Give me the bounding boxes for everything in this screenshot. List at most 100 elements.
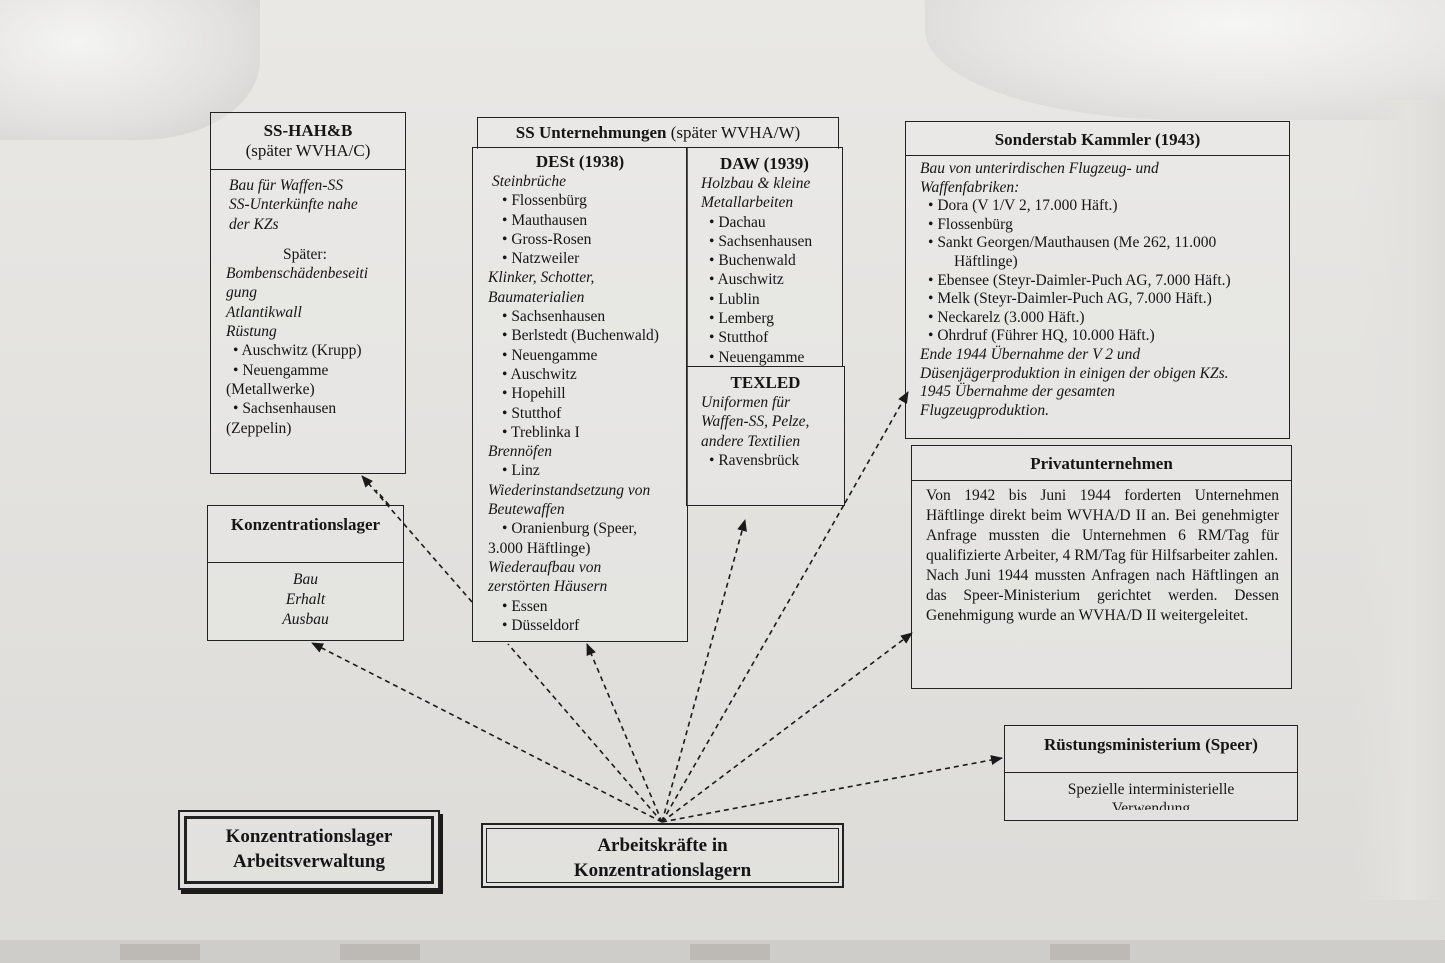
kammler-intro: Waffenfabriken:: [920, 178, 1020, 196]
kammler-item: Melk (Steyr-Daimler-Puch AG, 7.000 Häft.…: [920, 290, 1281, 309]
daw-item: Dachau: [701, 213, 838, 232]
privat-header: Privatunternehmen: [912, 446, 1291, 481]
ss-hahb-later-line: Atlantikwall: [226, 303, 302, 321]
daw-item: Stutthof: [701, 328, 838, 347]
dest-title: DESt (1938): [535, 152, 625, 171]
daw-cat: Metallarbeiten: [701, 194, 794, 212]
daw-item: Auschwitz: [701, 270, 838, 289]
ruestung-body: Spezielle interministerielle Verwendung: [1005, 773, 1297, 814]
dest-item: Linz: [488, 461, 681, 480]
daw-item: Neuengamme: [701, 348, 838, 367]
ss-hahb-line: SS-Unterkünfte nahe: [229, 196, 358, 214]
dest-cat: Klinker, Schotter,: [488, 269, 595, 287]
privat-title: Privatunternehmen: [1030, 454, 1173, 473]
kz-verwaltung-line: Arbeitsverwaltung: [233, 851, 385, 872]
dest-cat: Brennöfen: [488, 443, 552, 461]
box-ruestungsministerium: Rüstungsministerium (Speer) Spezielle in…: [1004, 725, 1298, 821]
dest-item: Flossenbürg: [488, 191, 681, 210]
ss-hahb-item: Sachsenhausen: [229, 399, 399, 418]
dest-item: Neuengamme: [488, 346, 681, 365]
kammler-item: Ohrdruf (Führer HQ, 10.000 Häft.): [920, 327, 1281, 346]
texled-item: Ravensbrück: [701, 451, 840, 470]
ss-hahb-title: SS-HAH&B: [263, 121, 353, 140]
kammler-outro: 1945 Übernahme der gesamten: [920, 383, 1116, 401]
dest-item: Hopehill: [488, 384, 681, 403]
bottom-page-strip: [0, 940, 1445, 963]
arbeitskraefte-inner: Arbeitskräfte in Konzentrationslagern: [486, 828, 839, 883]
kz-line: Bau: [293, 571, 318, 588]
arbeitskraefte-line: Konzentrationslagern: [573, 860, 752, 881]
dest-item: Sachsenhausen: [488, 307, 681, 326]
ss-hahb-line: der KZs: [229, 215, 279, 233]
kammler-item: Dora (V 1/V 2, 17.000 Häft.): [920, 197, 1281, 216]
box-kz-arbeitsverwaltung: Konzentrationslager Arbeitsverwaltung: [178, 810, 440, 890]
ruestung-title: Rüstungsministerium (Speer): [1044, 735, 1258, 754]
kammler-item: Sankt Georgen/Mauthausen (Me 262, 11.000: [920, 234, 1281, 253]
texled-line: Uniformen für: [701, 394, 791, 411]
privat-body: Von 1942 bis Juni 1944 forderten Unterne…: [912, 481, 1291, 626]
ss-hahb-item: Neuengamme: [229, 361, 399, 380]
box-privatunternehmen: Privatunternehmen Von 1942 bis Juni 1944…: [911, 445, 1292, 689]
arrow-to-privat: [661, 632, 913, 823]
box-ss-unternehmungen: SS Unternehmungen (später WVHA/W): [477, 117, 839, 149]
connector-ss-hahb-kz: [375, 489, 390, 506]
ss-hahb-later-line: gung: [226, 284, 257, 302]
texled-line: andere Textilien: [701, 432, 801, 450]
dest-item: Oranienburg (Speer,: [488, 519, 681, 538]
daw-cat: Holzbau & kleine: [701, 175, 811, 192]
dest-cat: Baumaterialien: [488, 288, 585, 306]
daw-body: Holzbau & kleine Metallarbeiten Dachau S…: [687, 174, 842, 367]
ruestung-line: Verwendung: [1111, 800, 1191, 810]
connector-kz-dest: [507, 643, 663, 823]
daw-title: DAW (1939): [720, 154, 809, 173]
ss-hahb-subtitle: (später WVHA/C): [245, 141, 371, 160]
arrow-to-kammler: [844, 391, 909, 504]
dest-cat: Wiederinstandsetzung von: [488, 481, 651, 499]
arrow-to-texled: [661, 519, 747, 823]
dest-item: Stutthof: [488, 404, 681, 423]
arrow-to-kz: [311, 642, 663, 823]
kammler-title: Sonderstab Kammler (1943): [994, 130, 1201, 149]
cloth-top-left: [0, 0, 260, 140]
kammler-item-cont: Häftlinge): [954, 252, 1018, 270]
kammler-outro: Ende 1944 Übernahme der V 2 und: [920, 345, 1141, 363]
kz-line: Ausbau: [282, 611, 329, 628]
dest-item-cont: 3.000 Häftlinge): [488, 539, 591, 557]
ss-hahb-later-line: Rüstung: [226, 323, 277, 341]
dest-item: Treblinka I: [488, 423, 681, 442]
box-ss-hahb-header: SS-HAH&B (später WVHA/C): [211, 113, 405, 170]
arrow-to-ss-hahb: [361, 475, 473, 603]
ss-untern-title-suffix: (später WVHA/W): [670, 123, 801, 142]
kammler-body: Bau von unterirdischen Flugzeug- und Waf…: [906, 156, 1289, 420]
ss-hahb-item-cont: (Zeppelin): [226, 419, 292, 437]
kz-verwaltung-line: Konzentrationslager: [225, 826, 393, 847]
page-right-edge: [1355, 100, 1445, 900]
kammler-item: Flossenbürg: [920, 216, 1281, 235]
kammler-outro: Düsenjägerproduktion in einigen der obig…: [920, 364, 1229, 382]
daw-item: Lublin: [701, 290, 838, 309]
dest-cat: Wiederaufbau von: [488, 558, 602, 576]
kz-arbeitsverwaltung-inner: Konzentrationslager Arbeitsverwaltung: [184, 816, 434, 884]
dest-item: Essen: [488, 597, 681, 616]
texled-line: Waffen-SS, Pelze,: [701, 413, 810, 431]
box-arbeitskraefte: Arbeitskräfte in Konzentrationslagern: [481, 823, 844, 888]
dest-item: Düsseldorf: [488, 616, 681, 635]
daw-item: Buchenwald: [701, 251, 838, 270]
privat-paragraph-1: Von 1942 bis Juni 1944 forderten Unterne…: [926, 487, 1279, 564]
ruestung-line: Spezielle interministerielle: [1067, 781, 1235, 798]
box-dest: DESt (1938) Steinbrüche Flossenbürg Maut…: [472, 147, 688, 642]
dest-item: Mauthausen: [488, 211, 681, 230]
dest-item: Gross-Rosen: [488, 230, 681, 249]
kammler-item: Neckarelz (3.000 Häft.): [920, 309, 1281, 328]
kz-line: Erhalt: [285, 591, 326, 608]
box-daw: DAW (1939) Holzbau & kleine Metallarbeit…: [686, 147, 843, 367]
ss-hahb-line: Bau für Waffen-SS: [229, 177, 343, 194]
dest-item: Berlstedt (Buchenwald): [488, 326, 681, 345]
ss-hahb-item: Auschwitz (Krupp): [229, 341, 399, 360]
ruestung-header: Rüstungsministerium (Speer): [1005, 726, 1297, 773]
ss-hahb-later-line: Bombenschädenbeseiti: [226, 265, 369, 283]
ss-untern-title: SS Unternehmungen: [515, 123, 667, 142]
ss-untern-header: SS Unternehmungen (später WVHA/W): [478, 118, 838, 143]
box-sonderstab-kammler: Sonderstab Kammler (1943) Bau von unteri…: [905, 121, 1290, 439]
